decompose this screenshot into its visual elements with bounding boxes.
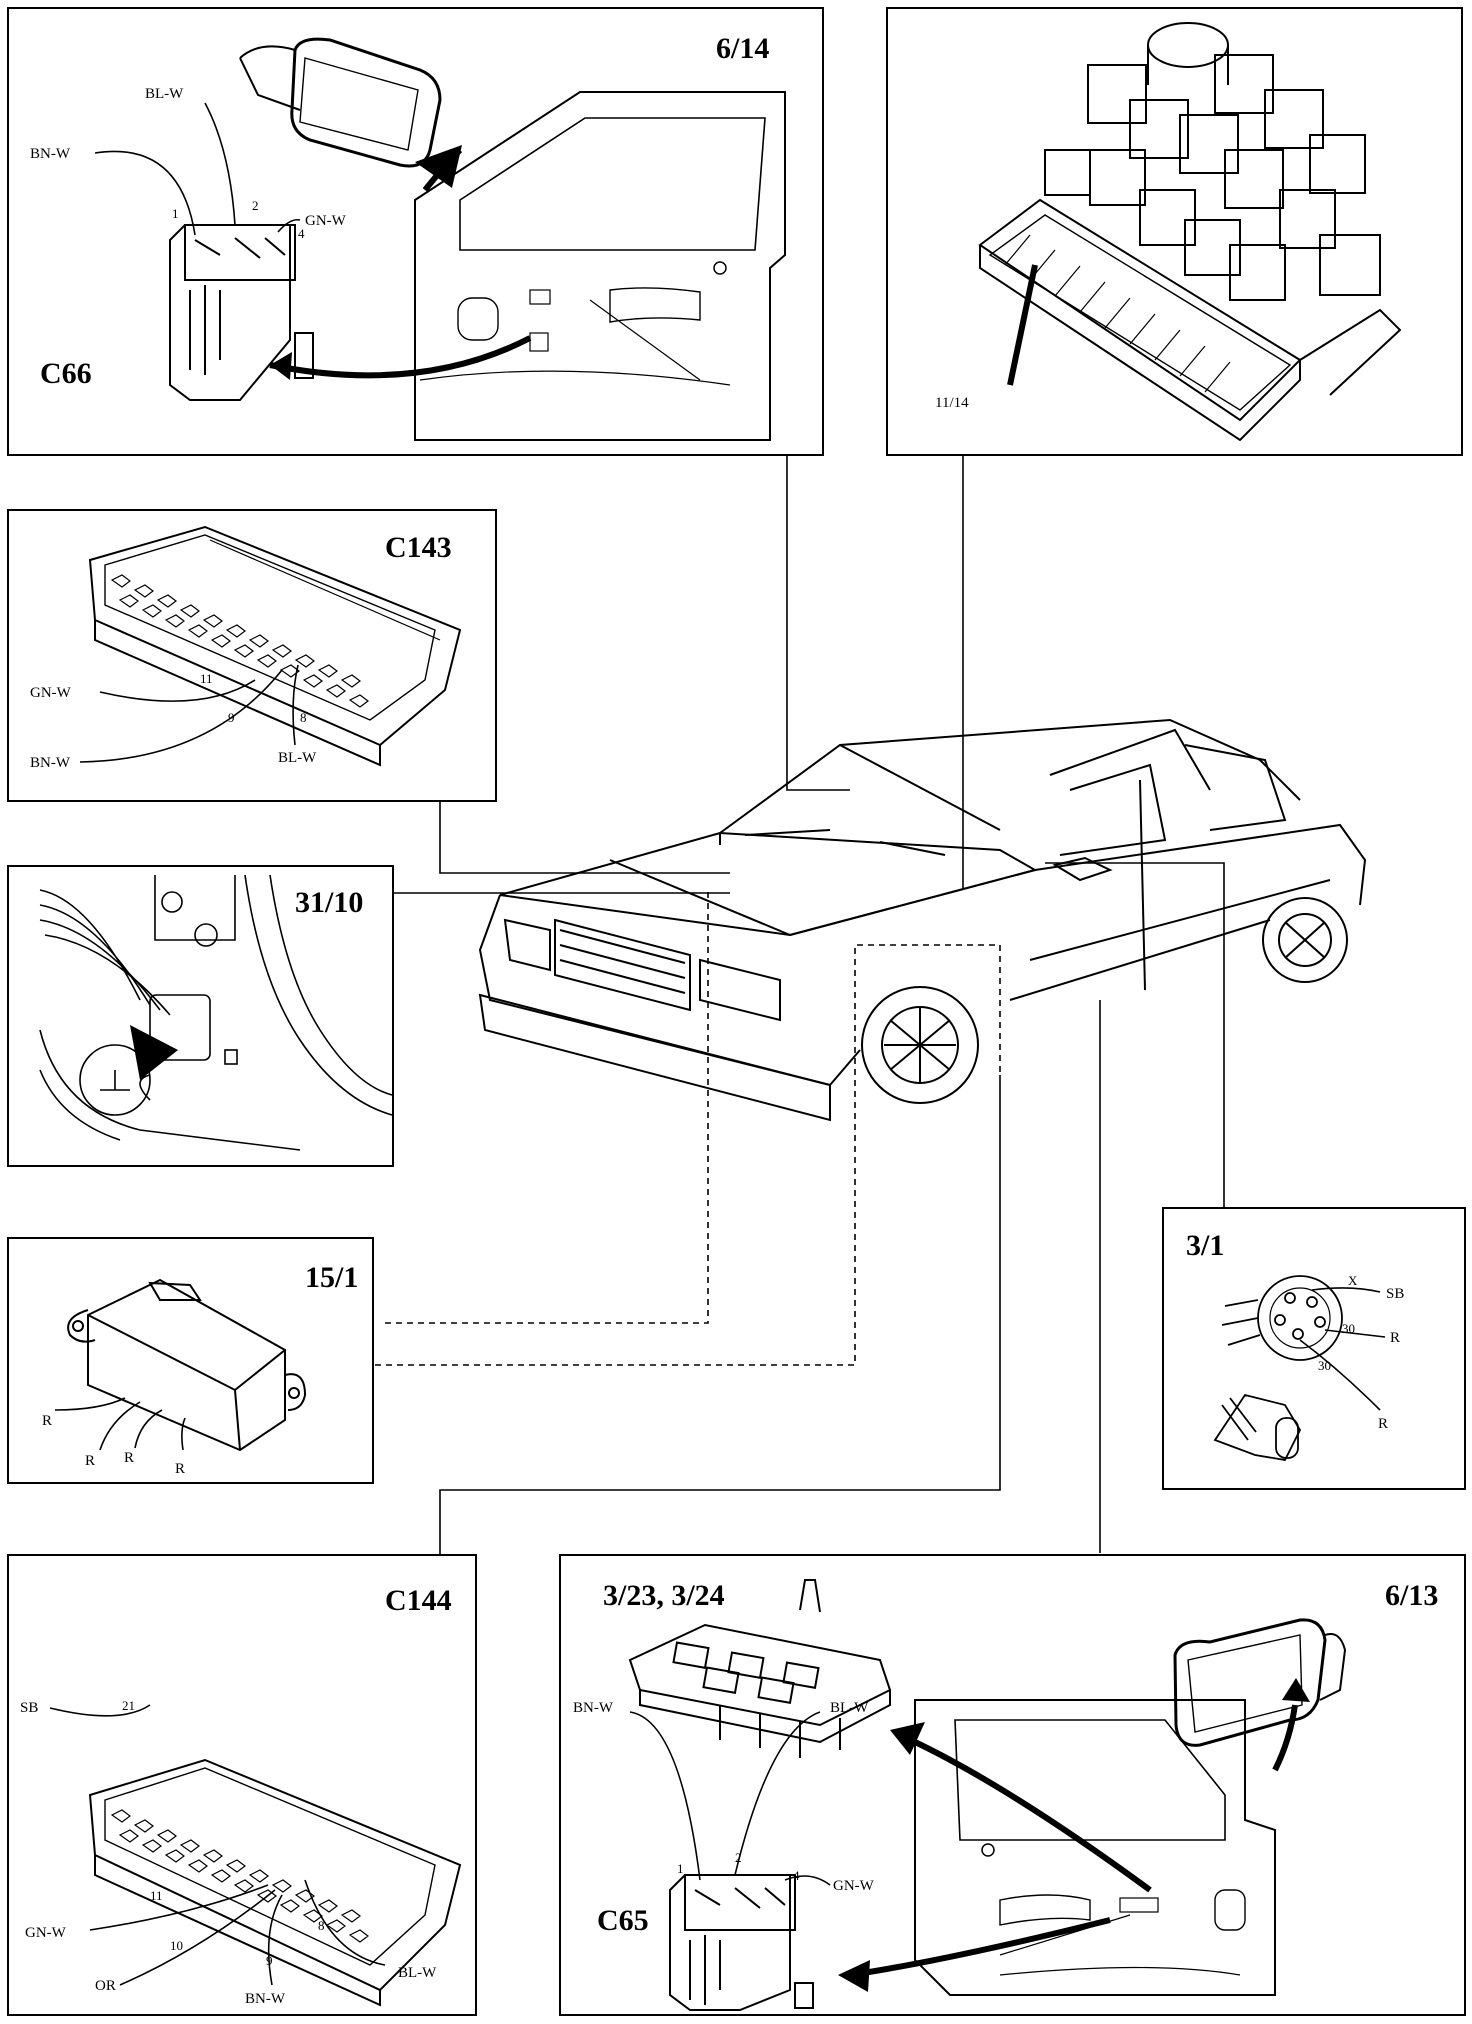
wire-label: BL-W bbox=[398, 1965, 437, 1981]
panel-3-1-frame bbox=[1162, 1207, 1466, 1490]
pin-number: 1 bbox=[172, 206, 179, 221]
wire-label: GN-W bbox=[25, 1925, 67, 1941]
wire-label: R bbox=[124, 1450, 134, 1466]
panel-11-14: 11/14 bbox=[935, 22, 1402, 442]
panel-c144-frame bbox=[7, 1554, 477, 2016]
pin-number: 2 bbox=[252, 198, 259, 213]
pin-number: 11 bbox=[150, 1888, 163, 1903]
wire-label: R bbox=[175, 1461, 185, 1477]
panel-c144-title: C144 bbox=[385, 1584, 452, 1617]
panel-6-14: 6/14 C66 BN-W BL-W G bbox=[30, 32, 786, 441]
pin-number: X bbox=[1348, 1273, 1358, 1288]
panel-6-13: 6/13 3/23, 3/24 C65 bbox=[573, 1579, 1438, 2011]
panel-15-1-title: 15/1 bbox=[305, 1261, 358, 1294]
wire-label: BL-W bbox=[830, 1700, 869, 1716]
wire-label: R bbox=[1378, 1416, 1388, 1432]
pin-number: 4 bbox=[298, 226, 305, 241]
panel-15-1: 15/1 R R R R bbox=[42, 1261, 358, 1477]
panel-15-1-frame bbox=[7, 1237, 374, 1484]
pin-number: 1 bbox=[677, 1861, 684, 1876]
connector-c65-label: C65 bbox=[597, 1904, 649, 1937]
pin-number: 8 bbox=[318, 1918, 325, 1933]
wire-label: OR bbox=[95, 1978, 116, 1994]
pin-number: 10 bbox=[170, 1938, 183, 1953]
wire-label: GN-W bbox=[305, 213, 347, 229]
dashed-leaders bbox=[375, 890, 1001, 1366]
panel-3-23-3-24-title: 3/23, 3/24 bbox=[603, 1579, 725, 1612]
relay-block bbox=[1044, 54, 1381, 301]
pin-number: 2 bbox=[735, 1850, 742, 1865]
wire-label: BN-W bbox=[30, 755, 71, 771]
leader-lines bbox=[393, 455, 1225, 1555]
panel-c143: C143 GN-W BN-W BL-W 11 9 8 bbox=[30, 525, 462, 771]
pin-number: 21 bbox=[122, 1698, 135, 1713]
wire-label: SB bbox=[20, 1700, 38, 1716]
pin-number: 4 bbox=[793, 1868, 800, 1883]
pin-number: 30 bbox=[1318, 1358, 1331, 1373]
panel-6-13-frame bbox=[559, 1554, 1466, 2016]
panel-3-1: 3/1 SB R R X 30 30 bbox=[1186, 1229, 1404, 1461]
wire-label: BN-W bbox=[573, 1700, 614, 1716]
panel-3-1-title: 3/1 bbox=[1186, 1229, 1224, 1262]
panel-31-10-frame bbox=[7, 865, 394, 1167]
c143-pin-grid bbox=[110, 574, 369, 708]
pin-number: 9 bbox=[228, 710, 235, 725]
panel-6-13-title: 6/13 bbox=[1385, 1579, 1438, 1612]
c144-pin-grid bbox=[110, 1809, 369, 1943]
wire-label: GN-W bbox=[833, 1878, 875, 1894]
wire-label: BN-W bbox=[30, 146, 71, 162]
wire-label: R bbox=[85, 1453, 95, 1469]
wire-label: R bbox=[1390, 1330, 1400, 1346]
pin-number: 30 bbox=[1342, 1321, 1355, 1336]
pin-number: 9 bbox=[266, 1953, 273, 1968]
wire-label: GN-W bbox=[30, 685, 72, 701]
panel-c143-title: C143 bbox=[385, 531, 452, 564]
wire-label: BN-W bbox=[245, 1991, 286, 2007]
panel-6-14-frame bbox=[7, 7, 824, 456]
panel-11-14-frame bbox=[886, 7, 1463, 456]
connector-c66-label: C66 bbox=[40, 357, 92, 390]
pin-number: 8 bbox=[300, 710, 307, 725]
wire-label: BL-W bbox=[278, 750, 317, 766]
wire-label: SB bbox=[1386, 1286, 1404, 1302]
panel-c143-frame bbox=[7, 509, 497, 802]
panel-6-14-title: 6/14 bbox=[716, 32, 769, 65]
wire-label: BL-W bbox=[145, 86, 184, 102]
relay-location-label: 11/14 bbox=[935, 395, 969, 411]
panel-31-10-title: 31/10 bbox=[295, 886, 363, 919]
pin-number: 11 bbox=[200, 671, 213, 686]
wire-label: R bbox=[42, 1413, 52, 1429]
panel-c144: C144 SB GN-W OR BN-W BL-W 21 11 10 9 8 bbox=[20, 1584, 462, 2007]
car-illustration bbox=[478, 718, 1367, 1122]
panel-31-10: 31/10 bbox=[39, 874, 393, 1151]
